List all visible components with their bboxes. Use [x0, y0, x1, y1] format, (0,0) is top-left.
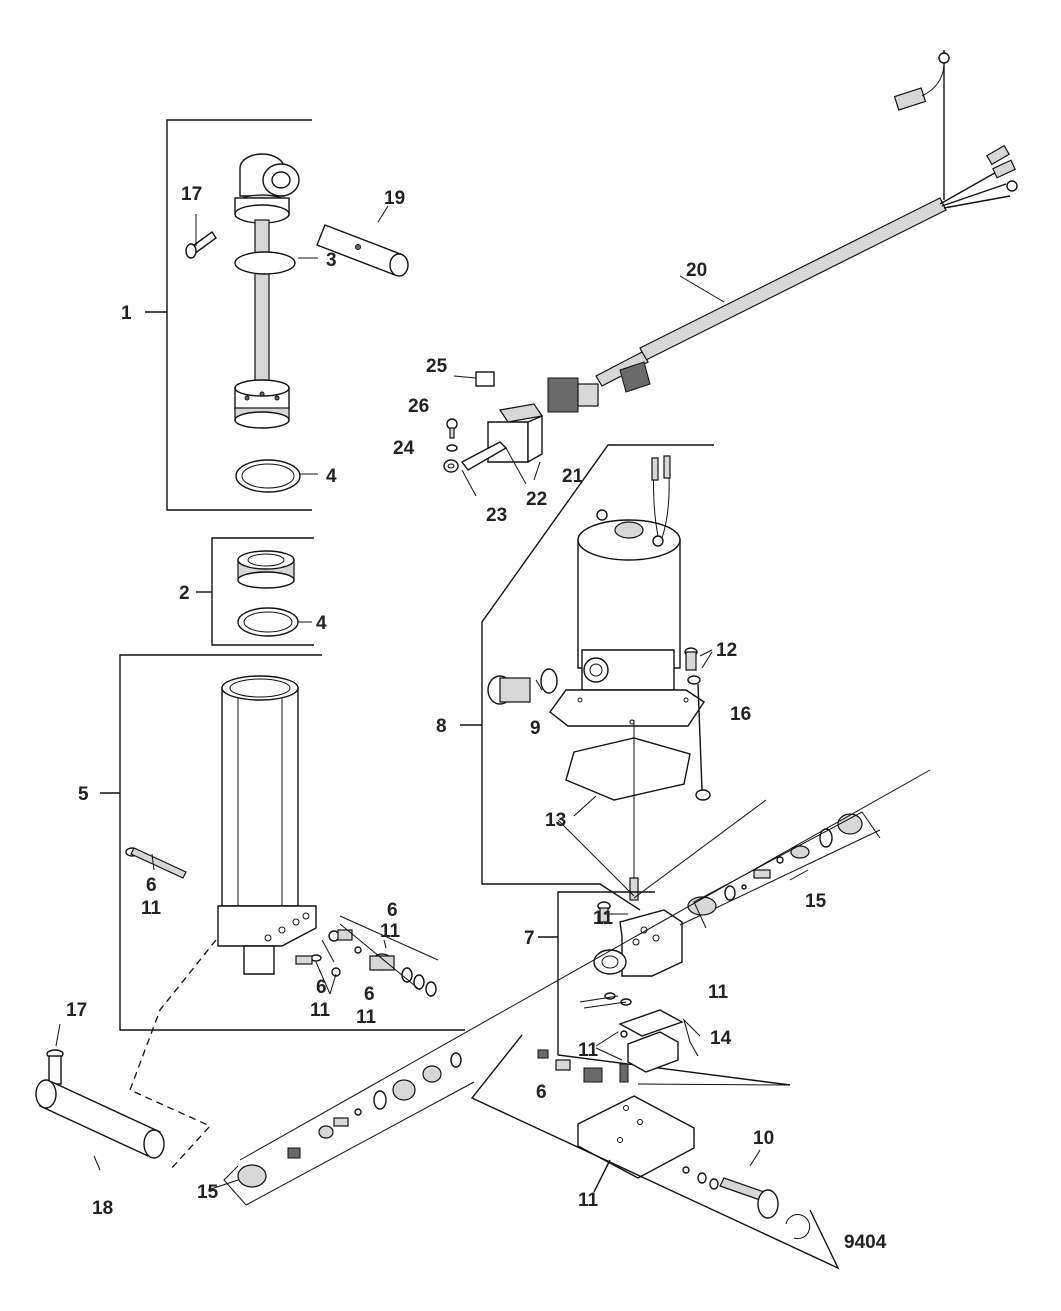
- bracket-group-2: [196, 537, 314, 646]
- callout-11: 11: [141, 898, 162, 919]
- callout-26: 26: [408, 396, 429, 417]
- callout-11: 11: [593, 908, 614, 929]
- wiring-harness-20: [547, 50, 1018, 413]
- callout-4: 4: [316, 613, 327, 634]
- callout-6: 6: [316, 977, 327, 998]
- plug-9: [487, 675, 531, 705]
- callout-25: 25: [426, 356, 448, 377]
- valve-line-15-lower: [223, 1052, 475, 1206]
- callout-23: 23: [486, 505, 507, 526]
- callout-19: 19: [384, 188, 405, 209]
- callout-11: 11: [708, 982, 729, 1003]
- o-ring-9: [540, 668, 558, 694]
- callout-9: 9: [530, 718, 541, 739]
- pin-17-upper: [185, 231, 217, 259]
- valve-line-15-upper: [679, 813, 881, 926]
- cylinder-part: [217, 675, 317, 975]
- tube-18: [35, 1079, 165, 1159]
- callout-7: 7: [524, 928, 535, 949]
- callout-17: 17: [181, 184, 202, 205]
- callout-20: 20: [686, 260, 707, 281]
- callout-16: 16: [730, 704, 751, 725]
- pin-19: [316, 224, 409, 277]
- valve-stack-cylinder: [295, 929, 437, 997]
- callout-11: 11: [310, 1000, 331, 1021]
- callout-2: 2: [179, 583, 190, 604]
- callout-24: 24: [393, 438, 415, 459]
- callout-11: 11: [578, 1040, 599, 1061]
- callout-6: 6: [536, 1082, 547, 1103]
- bracket-group-1: [145, 119, 312, 511]
- pin-17-lower: [46, 1049, 64, 1085]
- label-square-25: [475, 371, 495, 387]
- callout-15: 15: [197, 1182, 219, 1203]
- tilt-ram-part: [234, 153, 300, 429]
- dowel-pin: [629, 877, 639, 901]
- callout-17: 17: [66, 1000, 87, 1021]
- screw-6-long: [125, 847, 187, 879]
- piston-part: [237, 550, 295, 589]
- o-ring-4-upper: [235, 459, 301, 493]
- callout-11: 11: [380, 921, 401, 942]
- callout-6: 6: [364, 984, 375, 1005]
- bracket-group-7: [538, 891, 791, 1086]
- callout-6: 6: [146, 875, 157, 896]
- washer-24: [446, 444, 458, 452]
- callouts: 1 2 3 4 4 5 6 11 6 11 6 11 6 11 7 8 9 10…: [66, 184, 887, 1253]
- callout-3: 3: [326, 250, 337, 271]
- callout-18: 18: [92, 1198, 113, 1219]
- callout-12: 12: [716, 640, 737, 661]
- callout-14: 14: [710, 1028, 732, 1049]
- manifold-plate: [577, 1095, 695, 1179]
- gasket-13: [565, 737, 691, 801]
- pump-motor-part: [549, 455, 705, 727]
- screw-26: [446, 418, 458, 439]
- bracket-group-11-lower: [470, 1034, 840, 1270]
- callout-11: 11: [578, 1190, 599, 1211]
- callout-5: 5: [78, 784, 89, 805]
- callout-8: 8: [436, 716, 447, 737]
- callout-6: 6: [387, 900, 398, 921]
- valve-body-part: [593, 909, 683, 977]
- callout-1: 1: [121, 303, 132, 324]
- filter-14: [618, 1009, 684, 1083]
- bracket-group-8: [460, 444, 714, 911]
- bracket-group-5: [100, 654, 465, 1031]
- callout-15: 15: [805, 891, 827, 912]
- valve-parts-6: [537, 1049, 603, 1083]
- callout-13: 13: [545, 810, 566, 831]
- leader-lines: [55, 205, 809, 1191]
- screw-11-upper: [597, 901, 611, 923]
- o-ring-3: [234, 251, 296, 275]
- nut-23: [443, 459, 459, 473]
- callout-22: 22: [526, 489, 547, 510]
- figure-id: 9404: [844, 1232, 887, 1253]
- callout-21: 21: [562, 466, 584, 487]
- ground-strap-16: [687, 675, 711, 801]
- callout-10: 10: [753, 1128, 774, 1149]
- callout-4: 4: [326, 466, 337, 487]
- callout-11: 11: [356, 1007, 377, 1028]
- valve-spool-10: [682, 1166, 811, 1240]
